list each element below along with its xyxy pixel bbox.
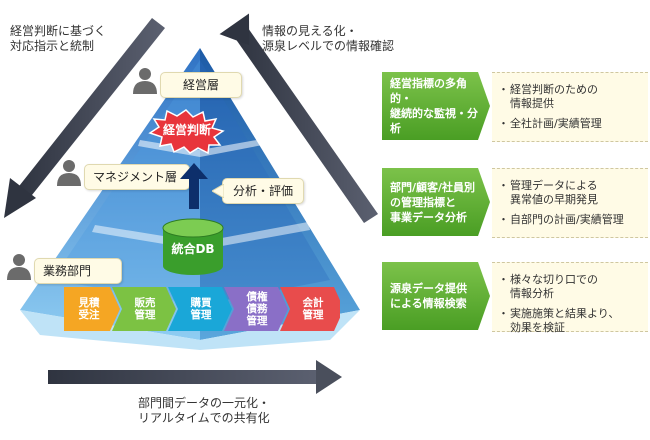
bottom-arrow bbox=[48, 360, 342, 394]
process-chevron bbox=[280, 287, 340, 331]
decision-label: 経営判断 bbox=[162, 123, 211, 137]
row-bullet: 自部門の計画/実績管理 bbox=[498, 213, 648, 227]
process-chevron bbox=[224, 287, 288, 331]
left-arrow bbox=[4, 18, 165, 218]
arrow-up-icon bbox=[180, 163, 208, 213]
analysis-label: 分析・評価 bbox=[222, 178, 304, 204]
row-bullet: 全社計画/実績管理 bbox=[498, 117, 648, 131]
process-chevrons bbox=[64, 287, 340, 331]
row-bullet-panel: 様々な切り口での 情報分析実施施策と結果より、 効果を検証 bbox=[492, 262, 648, 335]
row-bullet: 管理データによる 異常値の早期発見 bbox=[498, 179, 648, 207]
process-chevron bbox=[112, 287, 176, 331]
row-bullet-panel: 経営判断のための 情報提供全社計画/実績管理 bbox=[492, 72, 648, 142]
burst-icon bbox=[146, 108, 226, 158]
process-label: 購買 管理 bbox=[190, 297, 212, 321]
top-left-caption: 経営判断に基づく 対応指示と統制 bbox=[10, 24, 107, 53]
row-bullet: 実施施策と結果より、 効果を検証 bbox=[498, 307, 648, 335]
bottom-caption: 部門間データの一元化・ リアルタイムでの共有化 bbox=[138, 396, 271, 425]
top-right-caption: 情報の見える化・ 源泉レベルでの情報確認 bbox=[262, 24, 395, 53]
level-executive: 経営層 bbox=[160, 72, 242, 98]
person-icon bbox=[6, 252, 32, 284]
row-title-box: 経営指標の多角的・ 継続的な監視・分析 bbox=[382, 72, 490, 140]
process-label: 債権 債務 管理 bbox=[246, 291, 268, 327]
process-label: 会計 管理 bbox=[302, 297, 324, 321]
level-business: 業務部門 bbox=[34, 258, 122, 284]
process-chevron bbox=[168, 287, 232, 331]
person-icon bbox=[132, 66, 158, 98]
person-icon bbox=[56, 158, 82, 190]
db-label: 統合DB bbox=[171, 242, 215, 256]
process-chevron bbox=[64, 287, 120, 331]
row-bullet: 様々な切り口での 情報分析 bbox=[498, 273, 648, 301]
process-label: 販売 管理 bbox=[134, 297, 156, 321]
level-management: マネジメント層 bbox=[84, 164, 190, 190]
process-label: 見積 受注 bbox=[78, 297, 100, 321]
row-bullet-panel: 管理データによる 異常値の早期発見自部門の計画/実績管理 bbox=[492, 168, 648, 238]
row-title: 源泉データ提供 による情報検索 bbox=[390, 282, 467, 310]
row-title-box: 源泉データ提供 による情報検索 bbox=[382, 262, 490, 330]
row-title: 部門/顧客/社員別 の管理指標と 事業データ分析 bbox=[390, 180, 476, 224]
database-icon bbox=[160, 218, 226, 282]
row-title-box: 部門/顧客/社員別 の管理指標と 事業データ分析 bbox=[382, 168, 490, 236]
row-title: 経営指標の多角的・ 継続的な監視・分析 bbox=[390, 77, 478, 135]
row-bullet: 経営判断のための 情報提供 bbox=[498, 83, 648, 111]
callout-pointer bbox=[212, 184, 224, 198]
right-arrow bbox=[219, 13, 378, 223]
